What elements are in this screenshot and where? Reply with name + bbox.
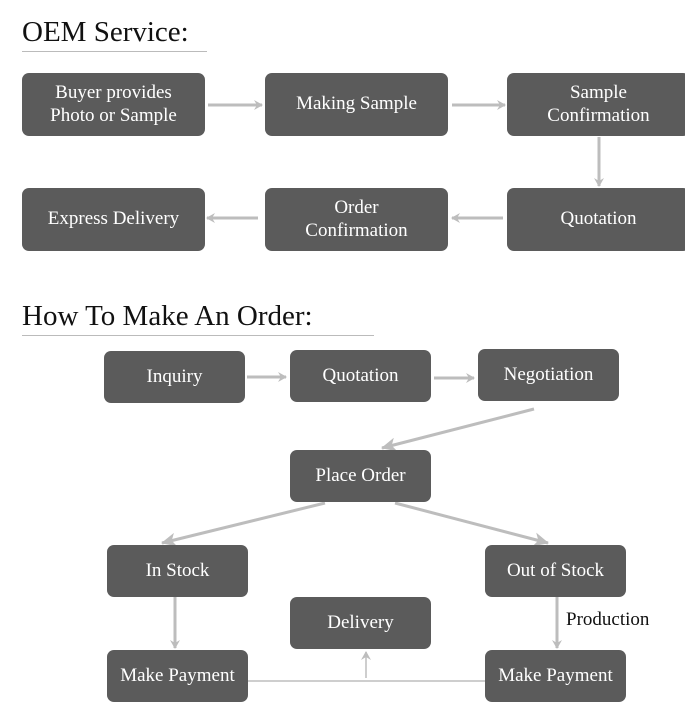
production-label: Production (566, 609, 650, 630)
arrow-place-to-instock (161, 501, 326, 547)
oem-step-quotation: Quotation (507, 188, 685, 251)
order-step-quotation: Quotation (290, 350, 431, 402)
arrow-negotiation-to-place (381, 407, 535, 452)
order-step-negotiation: Negotiation (478, 349, 619, 401)
how-to-order-title: How To Make An Order: (22, 302, 374, 336)
oem-step-order-confirmation: Order Confirmation (265, 188, 448, 251)
oem-step-making-sample: Making Sample (265, 73, 448, 136)
order-step-make-payment-left: Make Payment (107, 650, 248, 702)
order-step-make-payment-right: Make Payment (485, 650, 626, 702)
order-step-delivery: Delivery (290, 597, 431, 649)
order-step-out-of-stock: Out of Stock (485, 545, 626, 597)
arrow-place-to-outofstock (394, 501, 549, 547)
oem-step-express-delivery: Express Delivery (22, 188, 205, 251)
oem-step-buyer-provides: Buyer provides Photo or Sample (22, 73, 205, 136)
order-step-inquiry: Inquiry (104, 351, 245, 403)
order-step-in-stock: In Stock (107, 545, 248, 597)
oem-service-title: OEM Service: (22, 18, 207, 52)
order-step-place-order: Place Order (290, 450, 431, 502)
oem-step-sample-confirmation: Sample Confirmation (507, 73, 685, 136)
